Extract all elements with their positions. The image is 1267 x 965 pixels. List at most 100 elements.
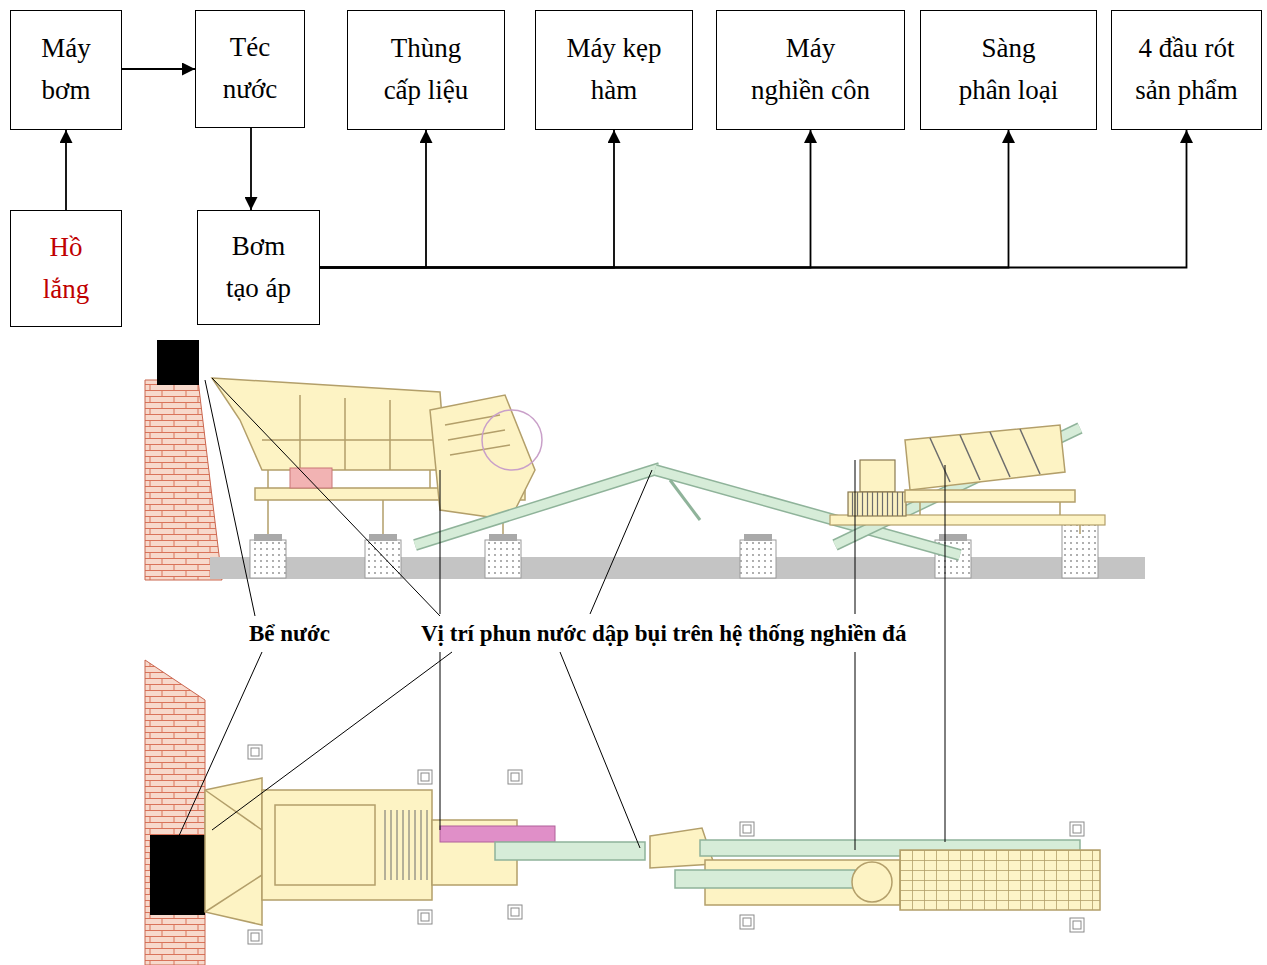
foot-pad xyxy=(1070,918,1084,932)
flow-arrow xyxy=(320,130,1009,268)
foot-pad xyxy=(508,770,522,784)
foot-pad xyxy=(418,770,432,784)
callout-label: Bể nước xyxy=(246,620,333,648)
callout-label: Vị trí phun nước dập bụi trên hệ thống n… xyxy=(418,620,909,648)
foot-pad xyxy=(1070,822,1084,836)
belt-conveyor xyxy=(675,870,855,888)
cone-crusher xyxy=(848,492,906,516)
process-box: Máy kẹp hàm xyxy=(535,10,693,130)
support-pier xyxy=(485,540,521,578)
support-pier xyxy=(254,534,282,541)
jaw-crusher xyxy=(430,395,535,520)
foot-pad xyxy=(740,822,754,836)
flywheel xyxy=(440,826,555,842)
leader-line xyxy=(212,652,452,830)
feeder-frame xyxy=(205,790,262,912)
feeder-frame xyxy=(262,790,432,900)
flywheel xyxy=(482,410,542,470)
support-pier xyxy=(740,540,776,578)
box-text: Máy kẹp hàm xyxy=(559,28,669,112)
support-pier xyxy=(939,534,967,541)
leader-line xyxy=(440,652,441,830)
box-text: Hồ lắng xyxy=(24,227,108,311)
feeder-frame xyxy=(205,778,432,925)
process-box: Máy bơm xyxy=(10,10,122,130)
ground xyxy=(210,557,1145,579)
support-pier xyxy=(250,540,286,578)
foot-pad xyxy=(248,745,262,759)
process-box: 4 đầu rót sản phẩm xyxy=(1111,10,1262,130)
foot-pad xyxy=(1073,921,1081,929)
water-tank xyxy=(150,835,205,915)
flow-arrow xyxy=(65,130,67,210)
foot-pad xyxy=(421,913,429,921)
feeder-frame xyxy=(385,810,427,880)
support-pier xyxy=(369,534,397,541)
belt-conveyor xyxy=(495,842,645,860)
vibrating-screen xyxy=(900,850,1100,910)
foot-pad xyxy=(251,748,259,756)
belt-conveyor xyxy=(415,468,660,545)
foot-pad xyxy=(508,905,522,919)
foot-pad xyxy=(511,908,519,916)
process-box: Téc nước xyxy=(195,10,305,128)
box-text: Bơm tạo áp xyxy=(217,226,301,310)
foot-pad xyxy=(743,918,751,926)
leader-line xyxy=(590,470,652,614)
leader-line xyxy=(178,652,262,838)
box-text: Sàng phân loại xyxy=(956,28,1062,112)
foot-pad xyxy=(251,933,259,941)
process-box: Hồ lắng xyxy=(10,210,122,327)
process-box: Máy nghiền côn xyxy=(716,10,905,130)
brick-wall xyxy=(145,660,205,965)
box-text: Máy bơm xyxy=(24,28,108,112)
foot-pad xyxy=(1073,825,1081,833)
process-box: Sàng phân loại xyxy=(920,10,1097,130)
vibrating-screen xyxy=(920,502,1080,534)
flow-arrow xyxy=(122,68,195,70)
jaw-crusher xyxy=(445,415,510,455)
foot-pad xyxy=(421,773,429,781)
leader-line xyxy=(945,465,946,842)
support-pier xyxy=(365,540,401,578)
brick-wall xyxy=(145,380,222,580)
flow-arrow xyxy=(250,128,252,210)
leader-line xyxy=(178,378,945,850)
foot-pad xyxy=(248,745,1084,944)
flow-arrow xyxy=(320,130,811,268)
foot-pad xyxy=(743,825,751,833)
flow-arrow xyxy=(320,130,1187,268)
belt-conveyor xyxy=(415,468,660,545)
foot-pad xyxy=(418,910,432,924)
belt-conveyor xyxy=(670,480,700,520)
leader-line xyxy=(855,460,856,614)
box-text: 4 đầu rót sản phẩm xyxy=(1123,28,1251,112)
support-pier xyxy=(744,534,772,541)
vibrating-screen xyxy=(930,429,1040,482)
feeder-motor xyxy=(290,468,332,488)
box-text: Máy nghiền côn xyxy=(748,28,873,112)
flow-arrow xyxy=(320,130,426,268)
vibrating-screen xyxy=(905,490,1075,502)
foot-pad xyxy=(740,915,754,929)
leader-line xyxy=(560,652,640,848)
cone-crusher xyxy=(852,862,892,902)
support-pier xyxy=(489,534,517,541)
leader-line xyxy=(440,470,441,614)
feeder-frame xyxy=(205,778,262,925)
leader-line xyxy=(855,652,856,850)
box-text: Téc nước xyxy=(208,27,292,111)
water-tank xyxy=(157,340,199,385)
jaw-crusher xyxy=(430,395,535,520)
foot-pad xyxy=(248,930,262,944)
feeder-frame xyxy=(275,805,375,885)
vibrating-screen xyxy=(905,425,1080,534)
vibrating-screen xyxy=(905,425,1065,490)
process-box: Thùng cấp liệu xyxy=(347,10,505,130)
cone-crusher xyxy=(860,460,895,492)
leader-line xyxy=(212,378,440,616)
flow-arrow xyxy=(320,130,614,268)
feeder-frame xyxy=(212,378,446,470)
